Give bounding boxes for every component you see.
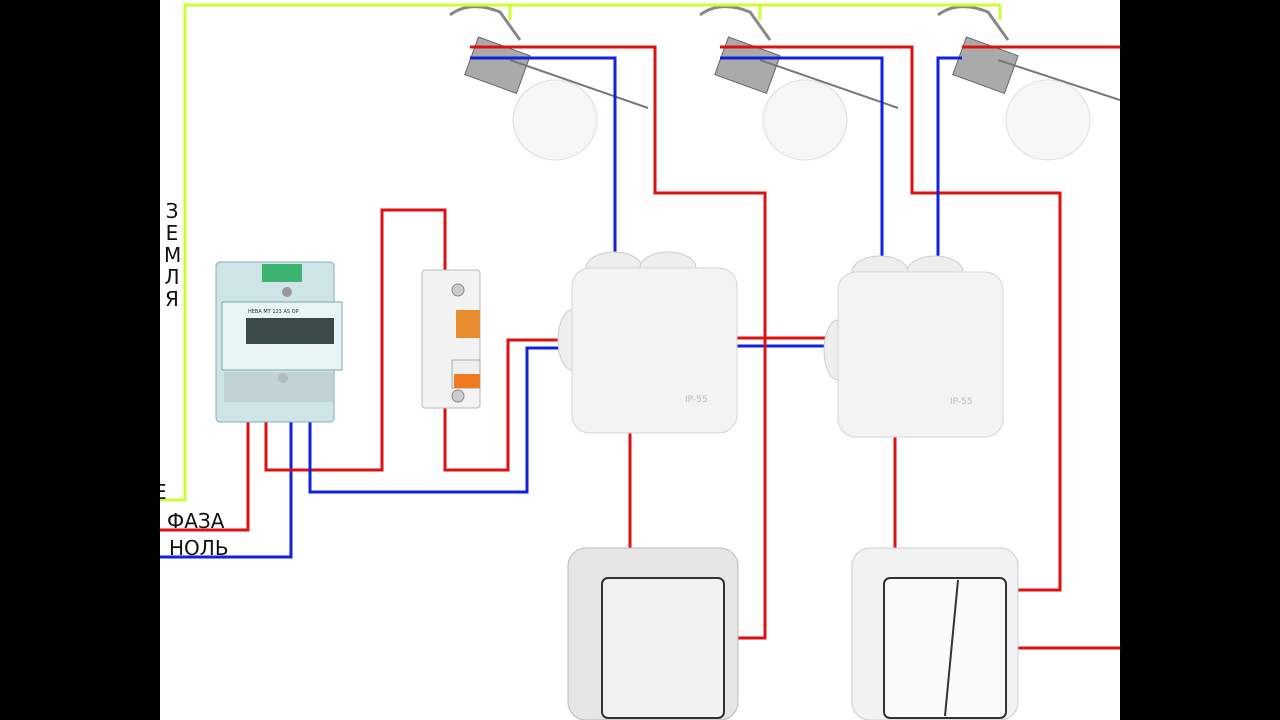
ground-partial-label: Е xyxy=(160,480,167,504)
diagram-canvas: НЕВА МТ 123 AS OP IP-55 IP-55 xyxy=(160,3,1120,720)
neutral-lamp2 xyxy=(720,56,884,260)
lamp-1 xyxy=(449,5,649,161)
junction-box-1: IP-55 xyxy=(557,251,738,434)
junction-box-2: IP-55 xyxy=(823,255,1004,438)
phase-meter-to-breaker xyxy=(264,208,447,472)
double-switch xyxy=(851,547,1019,720)
box1-rating: IP-55 xyxy=(685,395,708,405)
neutral-meter-to-box xyxy=(308,346,570,494)
lamp-3 xyxy=(937,5,1120,161)
single-switch xyxy=(567,547,739,720)
phase-lamp2-to-switch2 xyxy=(720,45,1062,592)
neutral-lamp3 xyxy=(936,56,962,260)
meter-model-label: НЕВА МТ 123 AS OP xyxy=(248,309,299,315)
lamp-2 xyxy=(699,5,899,161)
ground-wire xyxy=(160,3,1000,502)
phase-label: ФАЗА xyxy=(167,509,225,533)
wiring-diagram: НЕВА МТ 123 AS OP IP-55 IP-55 З Е М Л Я xyxy=(160,0,1120,720)
electric-meter: НЕВА МТ 123 AS OP xyxy=(215,261,343,423)
phase-breaker-to-box xyxy=(443,338,570,472)
phase-lamp1-to-switch1 xyxy=(470,45,767,640)
phase-input-wire xyxy=(160,420,250,532)
neutral-lamp1 xyxy=(470,56,617,255)
neutral-input-wire xyxy=(160,420,293,559)
circuit-breaker xyxy=(421,269,481,409)
ground-label: З Е М Л Я xyxy=(164,199,182,311)
box2-rating: IP-55 xyxy=(950,397,973,407)
neutral-label: НОЛЬ xyxy=(169,536,229,560)
